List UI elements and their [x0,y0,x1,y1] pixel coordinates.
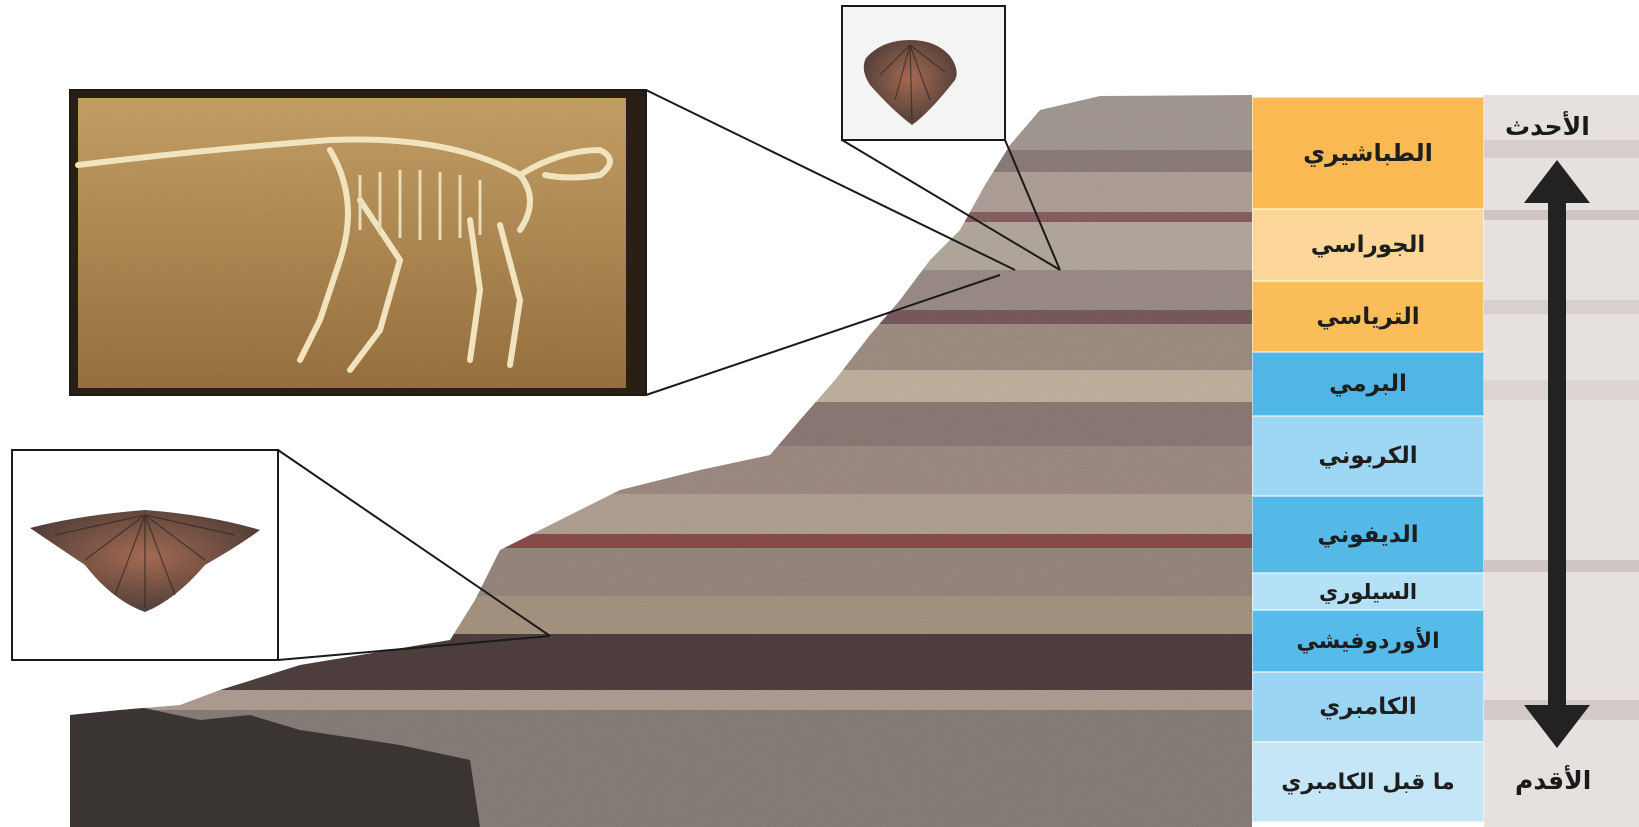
period-permian: البرمي [1252,352,1484,416]
dinosaur-fossil-image [70,90,646,395]
period-carboniferous: الكربوني [1252,416,1484,496]
period-label: الترياسي [1316,304,1419,330]
oldest-label: الأقدم [1515,766,1591,795]
period-label: الجوراسي [1311,232,1426,258]
period-devonian: الديفوني [1252,496,1484,573]
period-jurassic: الجوراسي [1252,209,1484,281]
period-label: الكامبري [1319,694,1417,720]
newest-label: الأحدث [1505,112,1590,141]
period-label: ما قبل الكامبري [1281,770,1455,795]
period-label: الطباشيري [1303,139,1433,167]
brachiopod-fossil-image [12,450,278,660]
period-label: الأوردوفيشي [1296,629,1439,654]
small-brachiopod-fossil-image [842,6,1005,140]
period-label: السيلوري [1319,580,1417,604]
period-silurian: السيلوري [1252,573,1484,610]
period-label: البرمي [1329,371,1407,397]
period-label: الديفوني [1317,522,1418,548]
period-ordovician: الأوردوفيشي [1252,610,1484,672]
period-precambrian: ما قبل الكامبري [1252,742,1484,822]
period-triassic: الترياسي [1252,281,1484,352]
period-cretaceous: الطباشيري [1252,97,1484,209]
period-cambrian: الكامبري [1252,672,1484,742]
period-label: الكربوني [1318,443,1417,469]
